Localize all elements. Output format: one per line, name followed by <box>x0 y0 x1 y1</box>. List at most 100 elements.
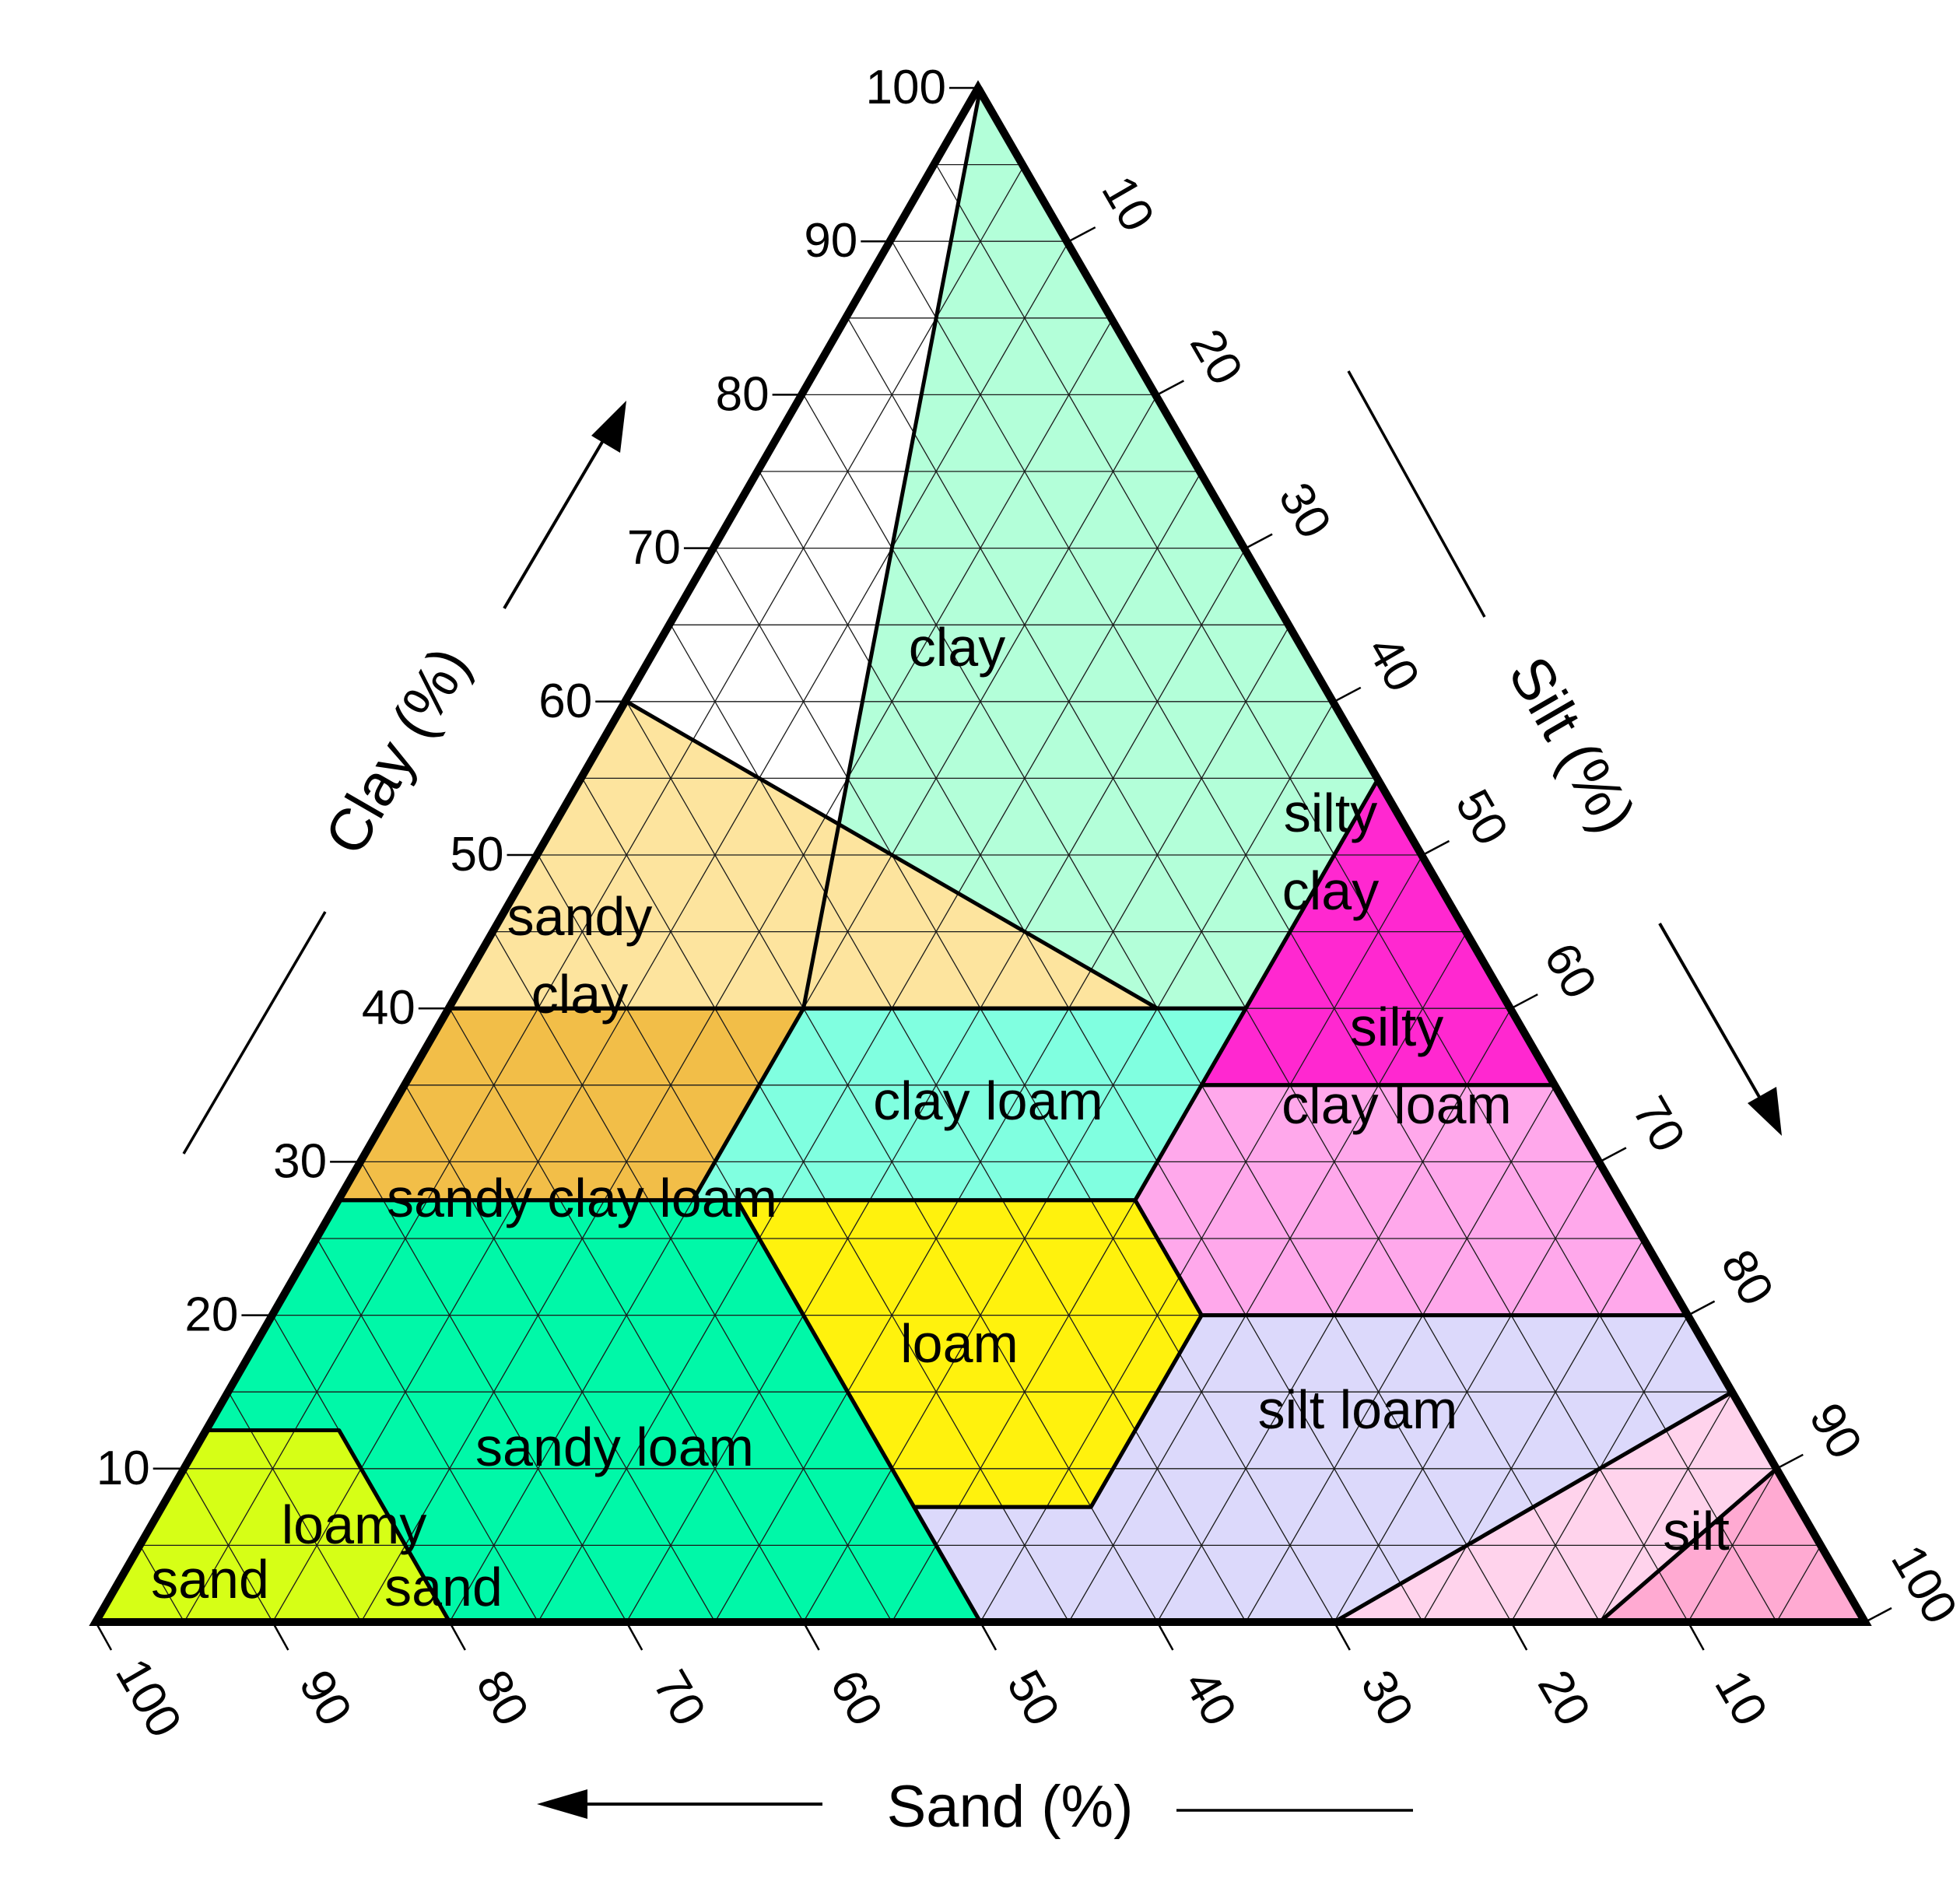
sand-tick-label: 60 <box>819 1662 892 1735</box>
region-label-silty-clay: silty <box>1284 783 1378 843</box>
grid-line-silt <box>1422 1238 1645 1622</box>
silt-tick-label: 90 <box>1799 1394 1872 1467</box>
grid-line-sand <box>493 931 892 1622</box>
region-label-sandy-clay-loam: sandy clay loam <box>387 1168 777 1228</box>
grid-line-sand <box>670 624 1246 1622</box>
sand-tick-mark <box>1333 1621 1351 1651</box>
grid-line-sand <box>935 164 1777 1622</box>
region-label-sandy-clay: sandy <box>507 886 653 947</box>
clay-direction-arrow-icon <box>591 401 626 453</box>
region-label-clay: clay <box>909 617 1005 678</box>
region-label-sandy-clay: clay <box>531 964 628 1025</box>
grid-line-silt <box>980 854 1424 1622</box>
grid-line-silt <box>1245 1084 1556 1622</box>
clay-tick-label: 100 <box>866 61 946 114</box>
sand-tick-mark <box>1510 1621 1528 1651</box>
sand-tick-mark <box>1687 1621 1705 1651</box>
sand-direction-arrow-icon <box>537 1789 587 1819</box>
grid-line-silt <box>537 471 1202 1622</box>
silt-tick-mark <box>1776 1453 1804 1470</box>
region-label-silt: silt <box>1663 1501 1730 1561</box>
region-sandy-clay-loam <box>1134 1084 1688 1316</box>
region-loamy-sand <box>1334 1392 1777 1622</box>
region-label-loamy-sand: loamy <box>282 1494 427 1555</box>
grid-line-sand <box>405 1084 716 1622</box>
silt-tick-mark <box>1599 1147 1627 1163</box>
silt-tick-label: 20 <box>1180 321 1253 394</box>
clay-tick-label: 60 <box>538 674 592 728</box>
region-label-silty-clay-loam: clay loam <box>1282 1074 1512 1135</box>
silt-tick-label: 100 <box>1881 1536 1960 1633</box>
grid-line-sand <box>316 1238 539 1622</box>
region-label-clay-loam: clay loam <box>873 1070 1103 1131</box>
grid-line-silt <box>1599 1391 1734 1622</box>
grid-line-sand <box>139 1545 185 1622</box>
region-label-loamy-sand: sand <box>384 1557 503 1617</box>
silt-tick-label: 80 <box>1710 1241 1783 1314</box>
silt-axis-arrow-shaft <box>1658 923 1764 1103</box>
clay-tick-label: 20 <box>184 1288 238 1342</box>
silt-tick-mark <box>1068 226 1096 243</box>
region-labels: clay sandy clay silty clay sandy clay loam cla… <box>151 617 1730 1617</box>
sand-axis: Sand (%) <box>537 1774 1413 1840</box>
grid-line-sand <box>184 1468 273 1622</box>
silt-tick-mark <box>1864 1606 1892 1624</box>
clay-tick-label: 80 <box>716 367 770 421</box>
region-label-loam: loam <box>900 1313 1019 1374</box>
silt-tick-label: 60 <box>1534 934 1607 1007</box>
silt-tick-label: 30 <box>1268 474 1341 547</box>
sand-tick-label: 40 <box>1173 1662 1246 1735</box>
sand-tick-mark <box>979 1621 998 1651</box>
clay-axis-arrow-shaft <box>503 433 608 610</box>
sand-tick-label: 80 <box>465 1662 538 1735</box>
clay-tick-label: 70 <box>627 521 681 575</box>
sand-tick-label: 10 <box>1704 1662 1777 1735</box>
clay-tick-label: 30 <box>273 1134 327 1188</box>
clay-tick-label: 40 <box>362 981 415 1035</box>
region-label-silty-clay-loam: silty <box>1350 997 1444 1057</box>
grid-line-sand <box>360 1161 627 1622</box>
grid-line-silt <box>360 317 1114 1622</box>
grid-line-silt <box>1334 1161 1601 1622</box>
silt-tick-mark <box>1156 380 1184 396</box>
clay-tick-label: 50 <box>451 828 504 881</box>
sand-tick-label: 70 <box>643 1662 716 1735</box>
sand-tick-mark <box>272 1621 289 1651</box>
region-label-silty-clay: clay <box>1282 860 1379 921</box>
grid-line-silt <box>184 164 1026 1622</box>
silt-direction-arrow-icon <box>1748 1087 1782 1136</box>
grid-line-silt <box>714 624 1291 1622</box>
clay-axis-line <box>182 911 327 1154</box>
silt-tick-label: 50 <box>1445 781 1518 854</box>
sand-tick-mark <box>626 1621 643 1651</box>
grid-line-sand <box>449 1007 805 1622</box>
silt-tick-mark <box>1510 993 1538 1010</box>
silt-tick-mark <box>1245 533 1273 549</box>
grid-line-silt <box>1688 1468 1777 1622</box>
clay-tick-label: 90 <box>804 214 857 268</box>
region-label-silt-loam: silt loam <box>1258 1379 1458 1440</box>
region-silt <box>96 1430 450 1622</box>
sand-tick-label: 50 <box>997 1662 1070 1735</box>
sand-tick-label: 30 <box>1350 1662 1423 1735</box>
region-loam <box>737 1200 1202 1508</box>
silt-tick-label: 40 <box>1356 627 1429 700</box>
silt-axis-line <box>1347 370 1486 618</box>
sand-tick-mark <box>448 1621 466 1651</box>
sand-tick-label: 20 <box>1527 1662 1601 1735</box>
region-label-sand: sand <box>151 1549 269 1610</box>
clay-tick-label: 10 <box>96 1442 150 1495</box>
sand-tick-label: 90 <box>289 1662 362 1735</box>
sand-axis-title: Sand (%) <box>887 1774 1134 1840</box>
sand-tick-mark <box>94 1621 113 1651</box>
grid-line-silt <box>1068 931 1467 1622</box>
grid-line-silt <box>1776 1545 1822 1622</box>
sand-tick-label: 100 <box>105 1650 191 1747</box>
grid-line-sand <box>847 317 1601 1622</box>
silt-tick-mark <box>1334 686 1362 702</box>
sand-tick-mark <box>1156 1621 1174 1651</box>
silt-tick-label: 10 <box>1091 167 1164 240</box>
region-label-sandy-loam: sandy loam <box>475 1417 754 1477</box>
silt-axis-title: Silt (%) <box>1495 646 1648 844</box>
